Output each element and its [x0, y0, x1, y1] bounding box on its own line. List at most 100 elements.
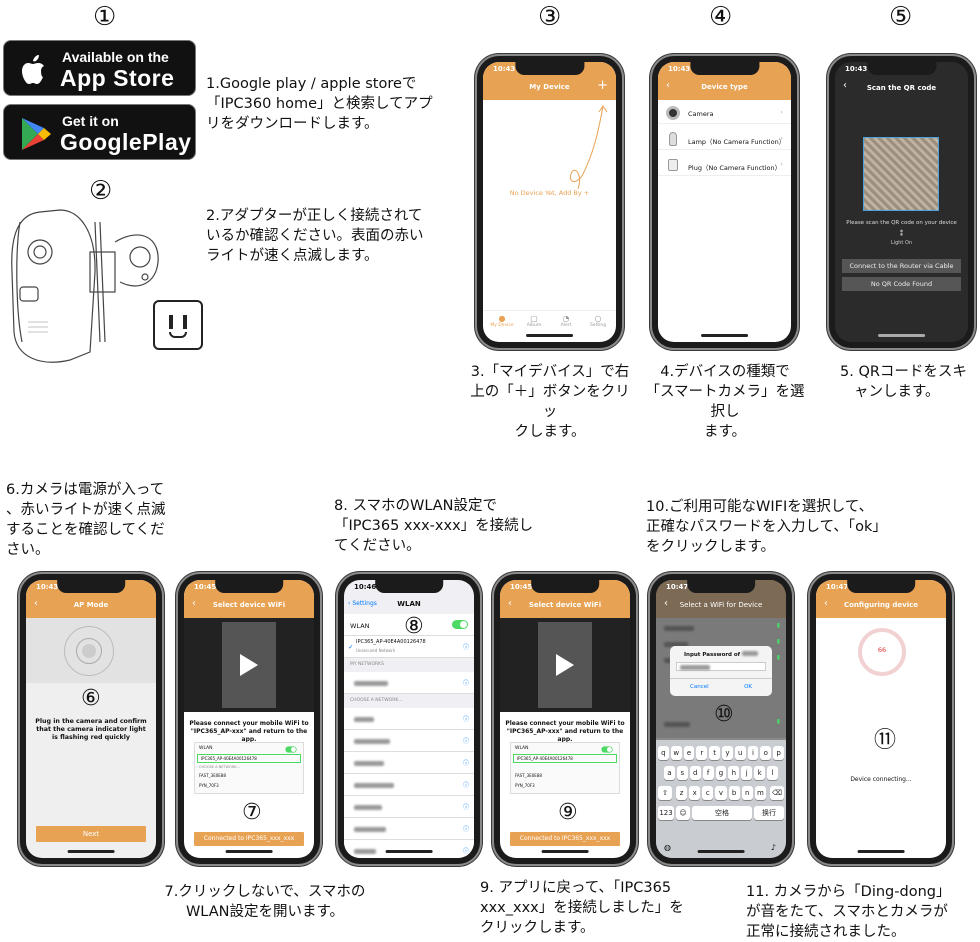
wlan-network-row[interactable]: ⓘ [344, 818, 474, 840]
key-o[interactable]: o [760, 746, 772, 760]
instruction-step10: 10.ご利用可能なWIFIを選択して、 正確なパスワードを入力して、「ok」 を… [646, 499, 887, 555]
key-z[interactable]: z [676, 786, 688, 800]
key-y[interactable]: y [722, 746, 733, 760]
key-a[interactable]: a [664, 766, 675, 780]
connected-button[interactable]: Connected to IPC365_xxx_xxx [510, 832, 620, 846]
key-x[interactable]: x [689, 786, 701, 800]
numbers-key[interactable]: 123 [658, 806, 674, 820]
tab-alert[interactable]: ◔Alert [560, 314, 572, 328]
back-icon[interactable]: ‹ [666, 80, 670, 91]
key-r[interactable]: r [696, 746, 708, 760]
step-number-5: ⑤ [889, 2, 913, 32]
screen-title: Select device WiFi [212, 601, 286, 609]
key-l[interactable]: l [767, 766, 778, 780]
phone-step10: 10:47 ‹ Select a WiFi for Device ▮ ▮ ▮ ▮… [650, 574, 792, 864]
wlan-network-row[interactable]: ⓘ [344, 752, 474, 774]
microphone-icon[interactable]: ♪ [770, 843, 776, 852]
key-b[interactable]: b [728, 786, 740, 800]
key-d[interactable]: d [689, 766, 701, 780]
tutorial-video[interactable] [500, 618, 630, 712]
tab-bar: ●My Device ▢Album ◔Alert ○Setting [483, 310, 616, 332]
device-type-plug[interactable]: Plug（No Camera Function） › [658, 154, 791, 176]
google-play-icon [22, 118, 51, 150]
flashlight-icon[interactable]: ⁑ [899, 230, 904, 238]
wlan-network-row[interactable]: ⓘ [344, 730, 474, 752]
step-number-7: ⑦ [242, 800, 262, 825]
arrow-annotation [569, 105, 608, 190]
key-e[interactable]: e [683, 746, 695, 760]
key-t[interactable]: t [709, 746, 720, 760]
key-q[interactable]: q [658, 746, 669, 760]
password-input[interactable] [676, 662, 766, 671]
ok-button[interactable]: OK [744, 684, 752, 690]
key-v[interactable]: v [715, 786, 727, 800]
connect-via-cable-button[interactable]: Connect to the Router via Cable [842, 259, 961, 273]
key-f[interactable]: f [702, 766, 714, 780]
key-g[interactable]: g [715, 766, 727, 780]
back-icon[interactable]: ‹ [34, 598, 38, 609]
key-h[interactable]: h [728, 766, 740, 780]
key-k[interactable]: k [754, 766, 766, 780]
step-number-6: ⑥ [81, 686, 101, 711]
shift-key[interactable]: ⇧ [658, 786, 672, 800]
google-play-badge[interactable]: Get it on GooglePlay [3, 104, 196, 160]
device-type-camera[interactable]: Camera › [658, 102, 791, 124]
key-j[interactable]: j [741, 766, 753, 780]
emoji-key[interactable]: ☺ [676, 806, 690, 820]
tutorial-video[interactable] [184, 618, 314, 712]
key-n[interactable]: n [741, 786, 753, 800]
status-time: 10:46 [354, 583, 377, 591]
camera-diagram [26, 618, 156, 683]
screen-title: Configuring device [843, 601, 918, 609]
delete-key[interactable]: ⌫ [770, 786, 784, 800]
back-icon[interactable]: ‹ [664, 598, 668, 609]
globe-icon[interactable]: ◍ [664, 843, 671, 852]
key-c[interactable]: c [702, 786, 714, 800]
wlan-toggle-row[interactable]: WLAN [344, 614, 474, 636]
instruction-step9: 9. アプリに戻って、「IPC365 xxx_xxx」を接続しました」を クリッ… [480, 880, 684, 936]
add-device-button[interactable]: + [597, 78, 608, 93]
wlan-network-row[interactable]: ⓘ [344, 840, 474, 858]
key-m[interactable]: m [754, 786, 766, 800]
wlan-connected-network[interactable]: ✓ IPC365_AP-40E4A00126478 Unsecured Netw… [344, 636, 474, 658]
back-icon[interactable]: ‹ [824, 598, 828, 609]
tab-setting[interactable]: ○Setting [589, 314, 607, 328]
return-key[interactable]: 换行 [754, 806, 784, 820]
space-key[interactable]: 空格 [692, 806, 752, 820]
camera-illustration [11, 209, 159, 363]
qr-scan-viewfinder [863, 137, 939, 211]
back-icon[interactable]: ‹ [508, 598, 512, 609]
wlan-network-row[interactable]: ⓘ [344, 796, 474, 818]
connecting-status: Device connecting... [850, 776, 912, 783]
connected-button[interactable]: Connected to IPC365_xxx_xxx [194, 832, 304, 846]
step-number-9: ⑨ [558, 800, 578, 825]
back-icon[interactable]: ‹ [192, 598, 196, 609]
wlan-network-row[interactable]: ⓘ [344, 672, 474, 694]
ap-mode-instruction: Plug in the camera and confirm that the … [35, 718, 147, 741]
app-store-badge[interactable]: Available on the App Store [3, 40, 196, 96]
progress-ring: 66 [858, 628, 906, 676]
key-s[interactable]: s [676, 766, 688, 780]
settings-back-link[interactable]: ‹ Settings [348, 600, 377, 607]
key-i[interactable]: i [747, 746, 759, 760]
phone-step9: 10:45 ‹ Select device WiFi Please connec… [494, 574, 636, 864]
screen-title: AP Mode [73, 601, 109, 609]
tab-album[interactable]: ▢Album [526, 314, 542, 328]
wlan-network-row[interactable]: ⓘ [344, 774, 474, 796]
key-w[interactable]: w [670, 746, 682, 760]
no-qr-code-button[interactable]: No QR Code Found [842, 277, 961, 291]
password-dialog: Input Password of Cancel OK [670, 646, 772, 696]
device-type-lamp[interactable]: Lamp（No Camera Function） › [658, 128, 791, 150]
back-icon[interactable]: ‹ [843, 80, 847, 91]
key-u[interactable]: u [734, 746, 746, 760]
wlan-toggle[interactable] [452, 620, 468, 629]
next-button[interactable]: Next [36, 826, 146, 842]
play-icon[interactable] [556, 654, 574, 676]
tab-my-device[interactable]: ●My Device [490, 314, 514, 328]
play-icon[interactable] [240, 654, 258, 676]
cancel-button[interactable]: Cancel [690, 684, 709, 690]
key-p[interactable]: p [773, 746, 784, 760]
chevron-right-icon: › [780, 160, 783, 168]
wlan-network-row[interactable]: ⓘ [344, 708, 474, 730]
